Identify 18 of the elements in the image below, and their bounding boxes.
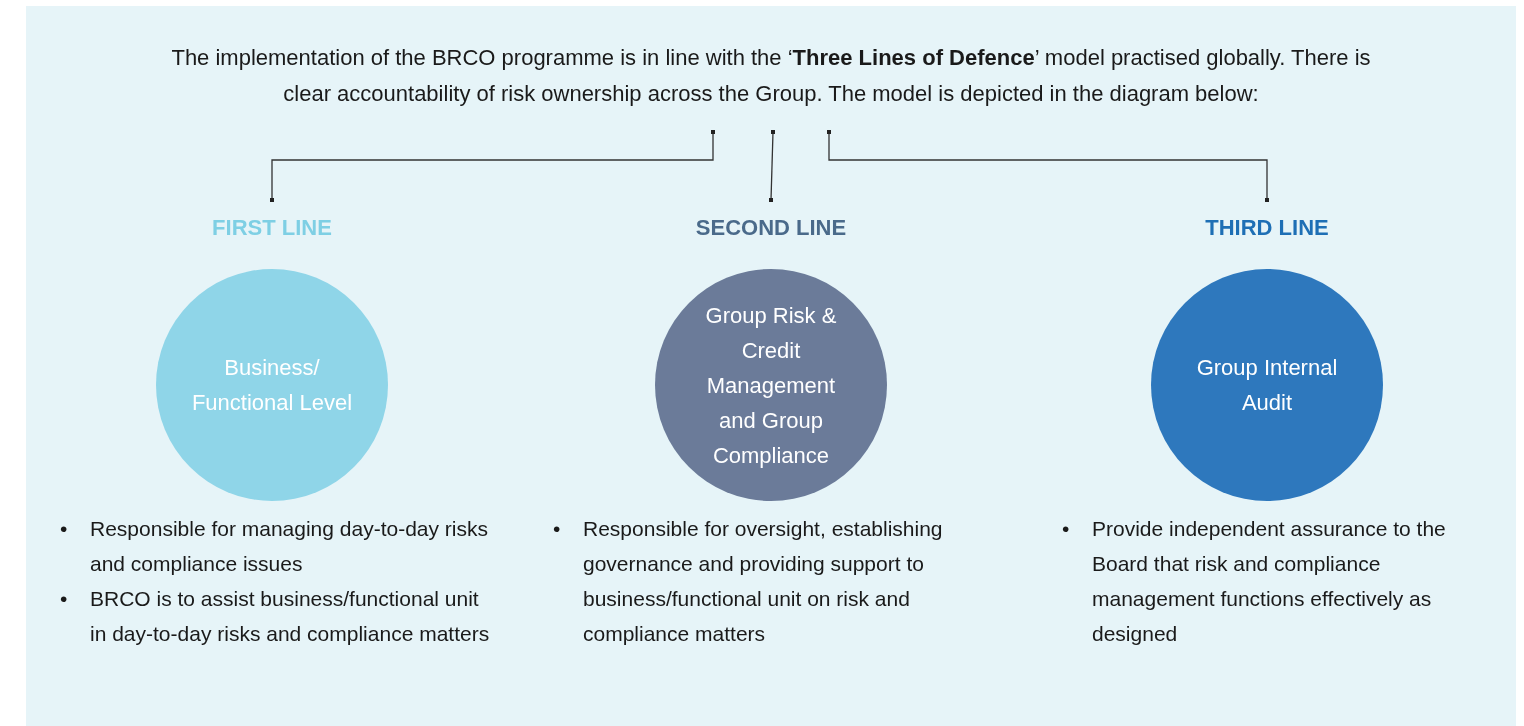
connector-line	[827, 130, 1269, 202]
bullet-text: Responsible for oversight, establishing governance and providing support to business/functional unit on risk and compliance matters	[583, 516, 944, 647]
bullet-mark: •	[60, 586, 69, 612]
line-heading: FIRST LINE	[212, 216, 332, 240]
circle-label: Group Internal Audit	[1195, 354, 1339, 417]
bullet-text: Provide independent assurance to the Board that risk and compliance management functions effectively as designed	[1092, 516, 1447, 647]
line-heading: THIRD LINE	[1205, 216, 1329, 240]
connector-line	[769, 130, 775, 202]
bullet-mark: •	[553, 516, 562, 542]
bullet-text: BRCO is to assist business/functional unit in day-to-day risks and compliance matters	[90, 586, 491, 647]
line-heading: SECOND LINE	[695, 216, 847, 240]
bullet-mark: •	[1062, 516, 1071, 542]
bullet-mark: •	[60, 516, 69, 542]
intro-text: The implementation of the BRCO programme is in line with the ‘Three Lines of Defence’ model practised globally. There is clear accountability of risk ownership across the Group. The model is depicted in the diagram below:	[170, 44, 1372, 108]
bullet-text: Responsible for managing day-to-day risks and compliance issues	[90, 516, 490, 577]
circle-label: Business/ Functional Level	[190, 354, 354, 417]
connector-line	[270, 130, 715, 202]
circle-label: Group Risk & Credit Management and Group Compliance	[704, 301, 838, 470]
